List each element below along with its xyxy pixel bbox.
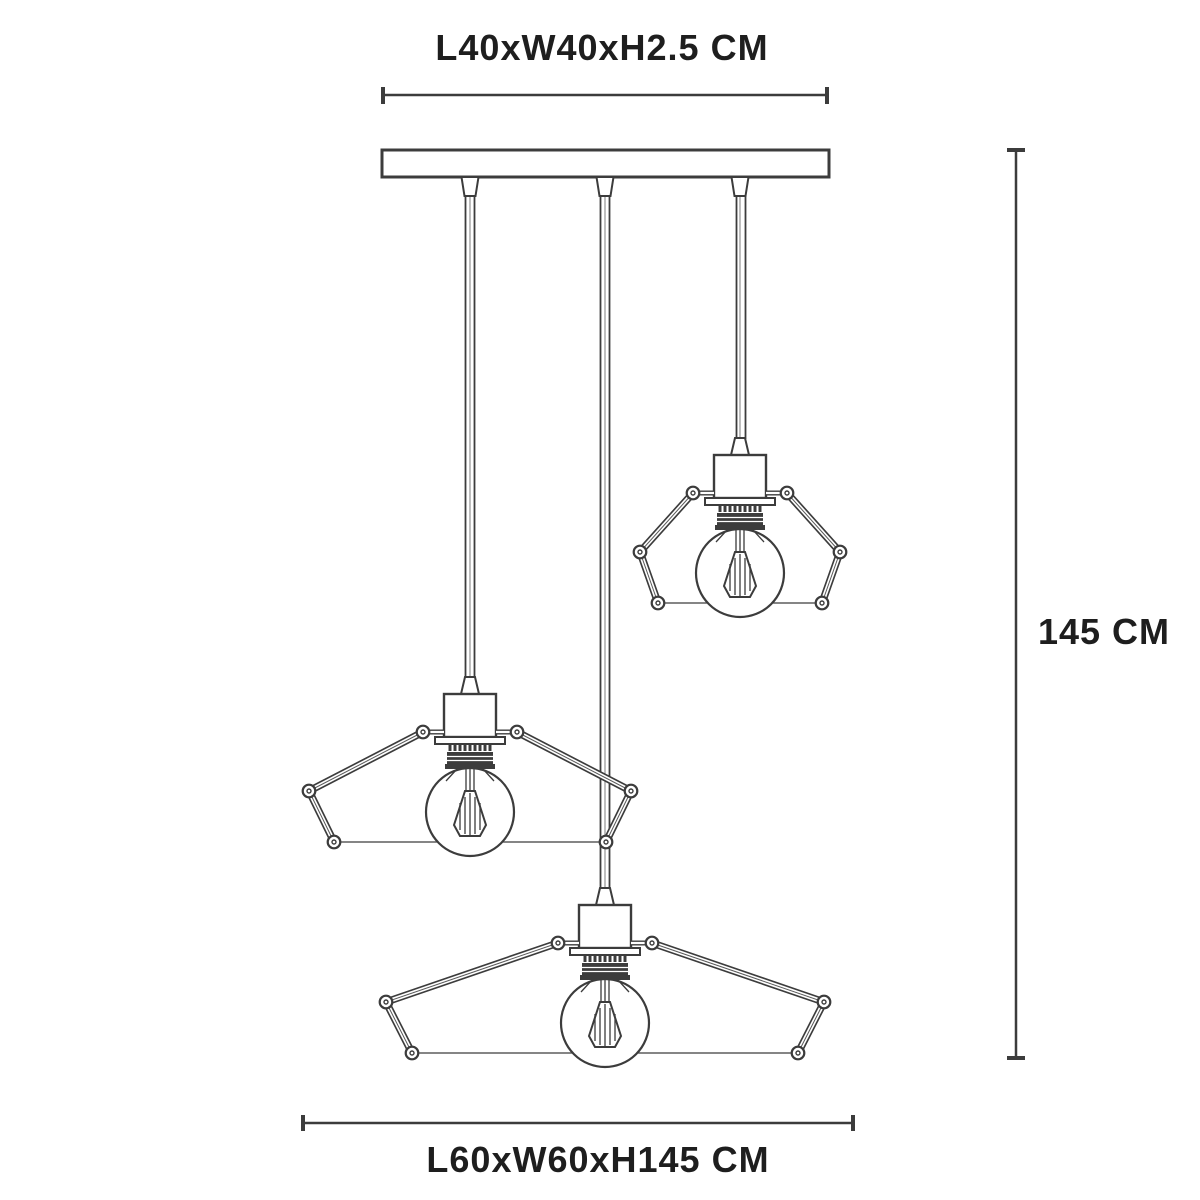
drop-height-label: 145 CM bbox=[1037, 611, 1171, 652]
overall-width-dimension-line bbox=[301, 1115, 855, 1131]
socket-assembly bbox=[558, 887, 652, 980]
shade-frame bbox=[301, 724, 639, 850]
pendant-lamp-bottom-center bbox=[378, 887, 832, 1069]
pendant-lamp-middle-left bbox=[301, 676, 639, 858]
shade-frame bbox=[378, 935, 832, 1061]
bulb-filament bbox=[587, 980, 623, 1048]
socket-assembly bbox=[423, 676, 517, 769]
socket-assembly bbox=[693, 437, 787, 530]
drop-height-dimension-line bbox=[1007, 148, 1025, 1060]
shade-frame bbox=[632, 485, 848, 611]
bulb-filament bbox=[722, 530, 758, 598]
pendant-lamp-top-right bbox=[632, 437, 848, 619]
bulb-filament bbox=[452, 769, 488, 837]
overall-dimension-label: L60xW60xH145 CM bbox=[426, 1139, 770, 1180]
canopy-dimension-line bbox=[381, 87, 829, 104]
ceiling-canopy bbox=[380, 148, 831, 179]
suspension-cord-left bbox=[460, 176, 480, 678]
suspension-cord-right bbox=[730, 176, 750, 439]
canopy-dimension-label: L40xW40xH2.5 CM bbox=[435, 27, 769, 68]
